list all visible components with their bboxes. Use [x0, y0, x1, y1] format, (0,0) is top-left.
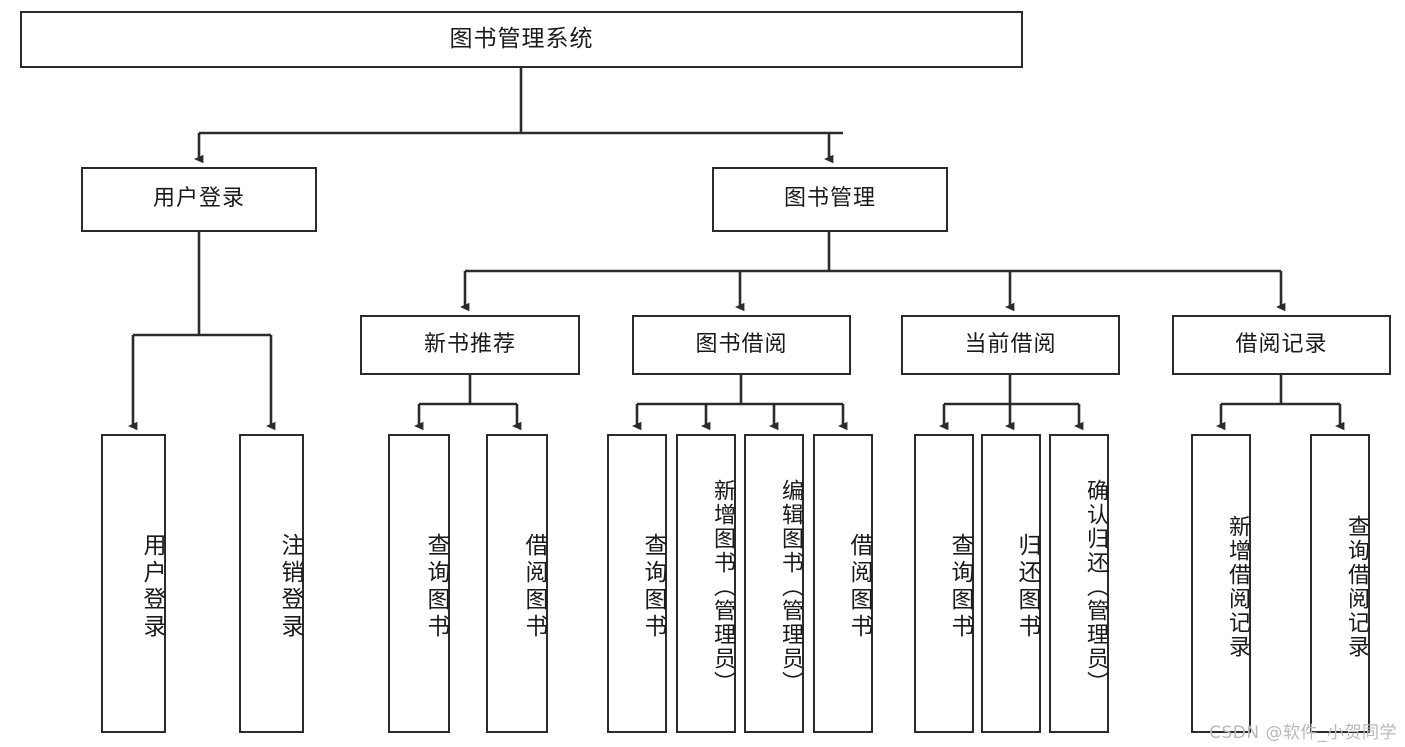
watermark-text: CSDN @软件_小贺同学 [1209, 723, 1397, 743]
leaf-query-book-borrow[interactable]: 查询图书 [607, 434, 667, 733]
leaf-edit-book-admin[interactable]: 编辑图书（管理员） [744, 434, 804, 733]
node-new-book-recommend[interactable]: 新书推荐 [360, 315, 580, 375]
leaf-add-borrow-record[interactable]: 新增借阅记录 [1191, 434, 1251, 733]
leaf-borrow-book-borrow[interactable]: 借阅图书 [813, 434, 873, 733]
node-root-book-management-system[interactable]: 图书管理系统 [20, 11, 1023, 68]
node-current-borrow[interactable]: 当前借阅 [901, 315, 1120, 375]
node-book-management[interactable]: 图书管理 [712, 167, 948, 232]
leaf-query-book-recommend[interactable]: 查询图书 [388, 434, 450, 733]
node-user-login[interactable]: 用户登录 [81, 167, 317, 232]
leaf-query-borrow-record[interactable]: 查询借阅记录 [1310, 434, 1370, 733]
leaf-borrow-book-recommend[interactable]: 借阅图书 [486, 434, 548, 733]
leaf-add-book-admin[interactable]: 新增图书（管理员） [676, 434, 736, 733]
node-book-borrow[interactable]: 图书借阅 [632, 315, 851, 375]
leaf-logout-login[interactable]: 注销登录 [239, 434, 304, 733]
leaf-query-book-current[interactable]: 查询图书 [914, 434, 974, 733]
leaf-return-book[interactable]: 归还图书 [981, 434, 1041, 733]
leaf-user-login[interactable]: 用户登录 [101, 434, 166, 733]
leaf-confirm-return-admin[interactable]: 确认归还（管理员） [1049, 434, 1109, 733]
node-borrow-record[interactable]: 借阅记录 [1172, 315, 1391, 375]
